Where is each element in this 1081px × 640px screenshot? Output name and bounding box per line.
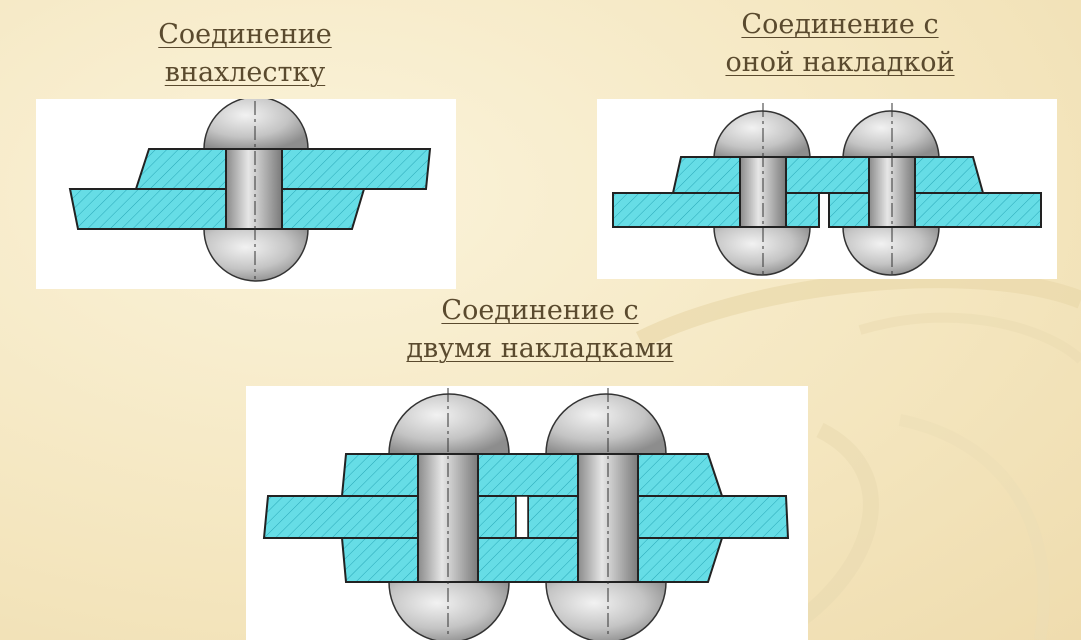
double-strap-diagram xyxy=(246,386,808,640)
top-strap xyxy=(340,453,724,497)
rivet-head-top xyxy=(203,99,309,150)
caption-single-line1: Соединение с xyxy=(741,9,939,40)
rivet-shank xyxy=(225,148,283,230)
caption-lap-joint: Соединение внахлестку xyxy=(120,16,370,92)
caption-single-line2: оной накладкой xyxy=(725,47,955,78)
single-strap-diagram xyxy=(597,99,1057,279)
rivet-head-bottom xyxy=(203,228,309,282)
caption-double-line2: двумя накладками xyxy=(406,333,674,364)
caption-double-line1: Соединение с xyxy=(441,295,639,326)
lap-joint-diagram xyxy=(36,99,456,289)
left-plate xyxy=(612,192,820,228)
caption-single-strap: Соединение с оной накладкой xyxy=(690,6,990,82)
strap-plate xyxy=(671,156,985,194)
bottom-plate xyxy=(68,188,366,230)
right-plate xyxy=(828,192,1042,228)
caption-lap-line2: внахлестку xyxy=(164,57,326,88)
caption-double-strap: Соединение с двумя накладками xyxy=(380,292,700,368)
bottom-strap xyxy=(340,537,724,583)
right-plate xyxy=(527,495,790,539)
caption-lap-line1: Соединение xyxy=(158,19,332,50)
